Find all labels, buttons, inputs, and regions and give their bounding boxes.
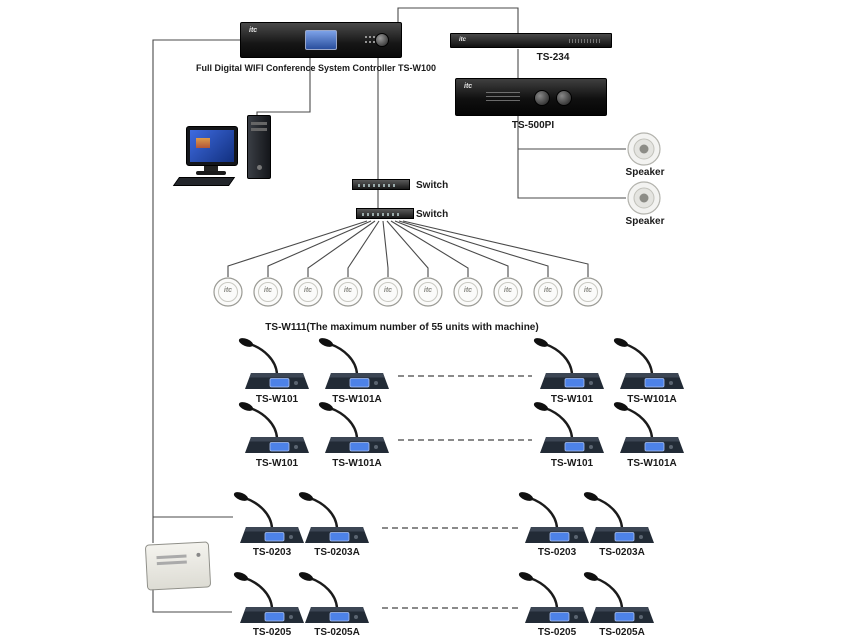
- itc-logo: itc: [263, 287, 273, 294]
- mic-label: TS-W101: [550, 394, 594, 405]
- mic-label: TS-0203: [252, 547, 292, 558]
- switch-label: Switch: [416, 180, 449, 191]
- wifi-unit: itc: [293, 277, 323, 307]
- amp-knob: [556, 90, 572, 106]
- controller-screen: [305, 30, 337, 50]
- mic-ts-0205a: [290, 570, 370, 626]
- power-button: [257, 165, 262, 170]
- wifi-unit: itc: [213, 277, 243, 307]
- switch-ports: [362, 213, 400, 216]
- mic-label: TS-W101A: [332, 394, 382, 405]
- power-extender-unit: [144, 541, 212, 591]
- amplifier-label: TS-500PI: [511, 120, 555, 131]
- controller-label: Full Digital WIFI Conference System Cont…: [195, 63, 437, 73]
- mic-label: TS-W101: [255, 394, 299, 405]
- itc-logo: itc: [423, 287, 433, 294]
- mic-label: TS-0205A: [599, 627, 645, 638]
- itc-logo: itc: [223, 287, 233, 294]
- wifi-unit: itc: [333, 277, 363, 307]
- monitor-stand: [204, 166, 218, 171]
- ts234-label: TS-234: [536, 52, 570, 63]
- vent-slots: [569, 39, 601, 43]
- mic-label: TS-0203A: [599, 547, 645, 558]
- device-ts-234: itc: [450, 33, 612, 48]
- itc-logo: itc: [383, 287, 393, 294]
- pc-tower: [247, 115, 271, 179]
- speaker-label: Speaker: [625, 167, 665, 178]
- pc-screen: [190, 130, 234, 162]
- controller-knob: [375, 33, 389, 47]
- wifi-unit: itc: [493, 277, 523, 307]
- mic-ts-0205a: [575, 570, 655, 626]
- itc-logo: itc: [463, 287, 473, 294]
- wifi-units-caption: TS-W111(The maximum number of 55 units w…: [265, 322, 539, 333]
- wifi-unit: itc: [253, 277, 283, 307]
- mic-ts-w101: [230, 336, 310, 392]
- speaker-unit: [627, 181, 661, 215]
- pc-monitor: [186, 126, 238, 166]
- mic-label: TS-0205: [252, 627, 292, 638]
- mic-label: TS-W101A: [627, 394, 677, 405]
- wifi-unit: itc: [453, 277, 483, 307]
- mic-label: TS-0203: [537, 547, 577, 558]
- itc-logo: itc: [543, 287, 553, 294]
- unit-indicator: [196, 552, 201, 558]
- switch-ports: [358, 184, 396, 187]
- speaker-label: Speaker: [625, 216, 665, 227]
- amplifier-ts-500pi: itc: [455, 78, 607, 116]
- unit-slot: [156, 554, 187, 560]
- mic-ts-w101: [525, 400, 605, 456]
- wifi-unit: itc: [533, 277, 563, 307]
- itc-logo: itc: [459, 37, 467, 43]
- network-switch-2: [356, 208, 414, 219]
- mic-ts-w101: [230, 400, 310, 456]
- drive-slot: [251, 122, 267, 125]
- pc-keyboard: [172, 177, 236, 186]
- amp-knob: [534, 90, 550, 106]
- speaker-unit: [627, 132, 661, 166]
- mic-ts-w101: [525, 336, 605, 392]
- amp-panel-text: [486, 92, 520, 103]
- monitor-base: [196, 171, 226, 175]
- mic-label: TS-0203A: [314, 547, 360, 558]
- mic-label: TS-W101: [255, 458, 299, 469]
- pc-screen-content: [196, 138, 210, 148]
- wifi-unit: itc: [413, 277, 443, 307]
- mic-ts-0203a: [575, 490, 655, 546]
- conference-controller-ts-w100: itc: [240, 22, 402, 58]
- controller-buttons: [365, 36, 367, 38]
- itc-logo: itc: [464, 83, 473, 90]
- wifi-unit: itc: [573, 277, 603, 307]
- mic-label: TS-W101: [550, 458, 594, 469]
- itc-logo: itc: [303, 287, 313, 294]
- drive-slot: [251, 128, 267, 131]
- mic-ts-w101a: [310, 400, 390, 456]
- mic-label: TS-W101A: [627, 458, 677, 469]
- mic-label: TS-0205A: [314, 627, 360, 638]
- mic-ts-w101a: [605, 400, 685, 456]
- itc-logo: itc: [503, 287, 513, 294]
- unit-slot: [156, 560, 187, 566]
- mic-label: TS-0205: [537, 627, 577, 638]
- switch-label: Switch: [416, 209, 449, 220]
- mic-ts-0203a: [290, 490, 370, 546]
- network-switch-1: [352, 179, 410, 190]
- itc-logo: itc: [249, 27, 258, 34]
- wifi-unit: itc: [373, 277, 403, 307]
- mic-ts-w101a: [310, 336, 390, 392]
- itc-logo: itc: [583, 287, 593, 294]
- itc-logo: itc: [343, 287, 353, 294]
- mic-label: TS-W101A: [332, 458, 382, 469]
- mic-ts-w101a: [605, 336, 685, 392]
- continuation-dashed-lines: [382, 375, 532, 609]
